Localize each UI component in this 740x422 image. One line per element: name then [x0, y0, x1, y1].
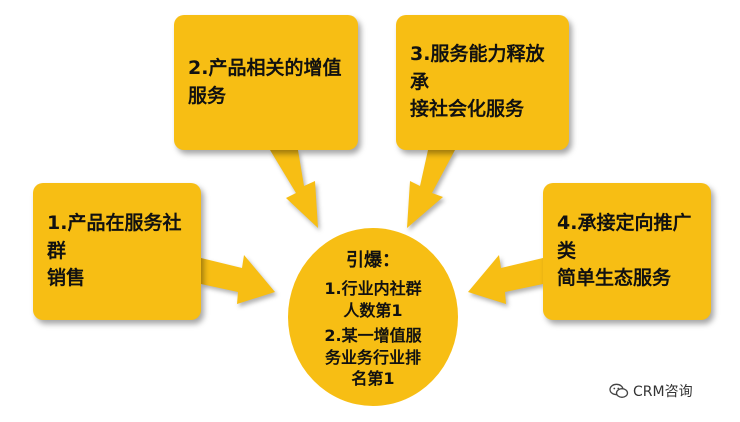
wechat-icon — [609, 383, 629, 398]
box-3-line-2: 接社会化服务 — [410, 98, 525, 121]
box-ecosystem-services: 4.承接定向推广类 简单生态服务 — [543, 183, 711, 320]
center-item-2-line-3: 名第1 — [351, 369, 395, 389]
box-1-line-2: 销售 — [47, 267, 86, 290]
box-3-line-1: 3.服务能力释放承 — [410, 43, 545, 93]
box-2-line-2: 服务 — [188, 84, 227, 107]
center-item-2-line-1: 2.某一增值服 — [324, 326, 422, 346]
center-item-2: 2.某一增值服 务业务行业排 名第1 — [324, 325, 421, 390]
arrow-from-box-4 — [468, 255, 543, 304]
arrow-from-box-3 — [407, 150, 455, 228]
center-item-1: 1.行业内社群 人数第1 — [324, 278, 421, 321]
box-2-line-1: 2.产品相关的增值 — [188, 56, 342, 79]
box-1-text: 1.产品在服务社群 销售 — [47, 210, 187, 293]
box-sell-in-community: 1.产品在服务社群 销售 — [33, 183, 201, 320]
center-item-1-line-2: 人数第1 — [343, 300, 403, 320]
arrow-from-box-2 — [270, 150, 318, 228]
box-3-text: 3.服务能力释放承 接社会化服务 — [410, 41, 555, 124]
center-item-2-line-2: 务业务行业排 — [324, 347, 421, 367]
center-circle: 引爆： 1.行业内社群 人数第1 2.某一增值服 务业务行业排 名第1 — [288, 228, 458, 406]
box-4-text: 4.承接定向推广类 简单生态服务 — [557, 210, 697, 293]
arrow-from-box-1 — [201, 255, 275, 304]
center-title: 引爆： — [346, 250, 400, 271]
box-4-line-1: 4.承接定向推广类 — [557, 212, 692, 262]
box-4-line-2: 简单生态服务 — [557, 267, 672, 290]
watermark: CRM咨询 — [609, 381, 693, 401]
center-item-1-line-1: 1.行业内社群 — [324, 279, 422, 298]
box-2-text: 2.产品相关的增值 服务 — [188, 55, 341, 110]
box-socialized-services: 3.服务能力释放承 接社会化服务 — [396, 15, 569, 150]
box-value-added-services: 2.产品相关的增值 服务 — [174, 15, 358, 150]
watermark-text: CRM咨询 — [633, 384, 693, 400]
box-1-line-1: 1.产品在服务社群 — [47, 212, 182, 262]
